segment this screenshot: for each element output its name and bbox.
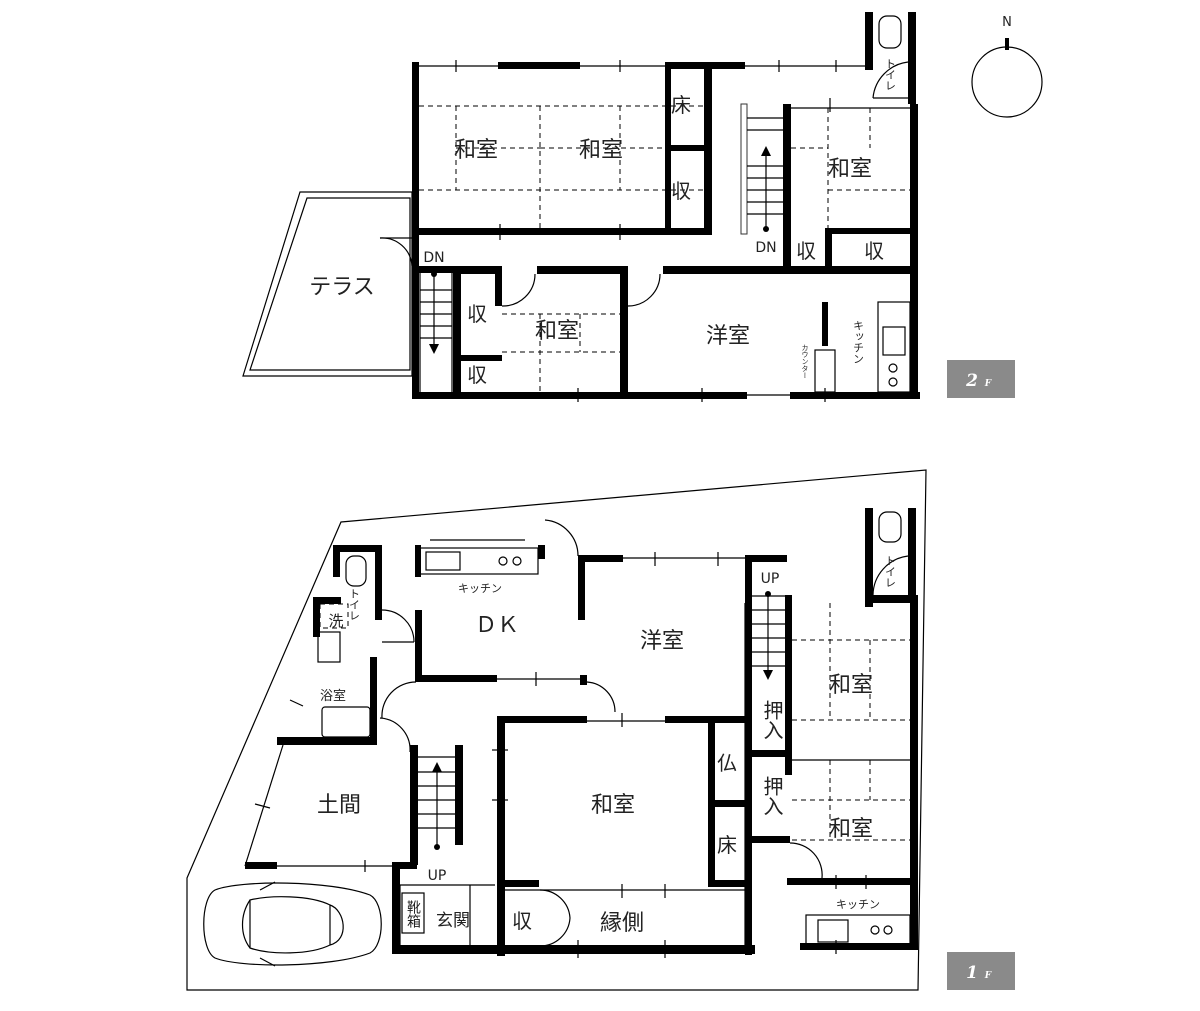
kitchen-1f-top	[419, 519, 579, 575]
storage-2f-c: 収	[864, 239, 884, 263]
stair-up-1f-left-label: UP	[428, 868, 447, 884]
badge-1f-unit: F	[984, 971, 992, 981]
room-bathroom: 浴室	[320, 688, 346, 704]
kitchen-1f-right	[805, 914, 911, 946]
stair-dn-2f-right-label: DN	[755, 240, 776, 256]
toilet-1f-left	[345, 555, 367, 587]
room-toko-2f: 床	[671, 93, 691, 117]
room-doma: 土間	[317, 793, 361, 818]
room-washitsu-1f-r2: 和室	[829, 817, 873, 842]
badge-1f-num: 1	[966, 963, 978, 983]
room-washitsu-2f-a: 和室	[454, 138, 498, 163]
oshiire-1f-b: 押入	[760, 776, 784, 816]
stair-left-2f	[419, 271, 453, 392]
room-washitsu-1f-r1: 和室	[829, 673, 873, 698]
bathroom-fixtures	[317, 603, 371, 738]
badge-2f-unit: F	[984, 379, 992, 389]
counter-2f-label: カウンター	[801, 344, 809, 379]
room-yoshitsu-2f: 洋室	[706, 324, 750, 349]
floor-1: ＤＫ 洋室 和室 和室 和室 土間 縁側 玄関 浴室 洗 靴箱 仏 床 押入 押…	[186, 469, 1015, 991]
kitchen-2f-label: キッチン	[852, 320, 865, 364]
stair-up-1f-right-label: UP	[761, 571, 780, 587]
kitchen-1f-top-label: キッチン	[458, 582, 502, 595]
storage-2f-d: 収	[467, 302, 487, 326]
room-washitsu-2f-c: 和室	[828, 157, 872, 182]
butsudan: 仏	[717, 751, 737, 775]
storage-2f-e: 収	[467, 363, 487, 387]
toilet-1f-right	[872, 511, 909, 596]
floor-2: 和室 和室 和室 和室 洋室 テラス 床 収 収 収 収 収 DN DN キッチ…	[242, 12, 1015, 402]
stair-right-2f	[747, 117, 783, 232]
kitchen-1f-right-label: キッチン	[836, 898, 880, 911]
room-terrace: テラス	[309, 275, 375, 300]
room-washitsu-2f-d: 和室	[535, 319, 579, 344]
room-washitsu-2f-b: 和室	[579, 138, 623, 163]
stair-right-1f	[752, 591, 785, 680]
badge-2f-num: 2	[965, 371, 978, 391]
wash-area: 洗	[328, 612, 343, 630]
kitchen-2f	[747, 301, 911, 399]
room-yoshitsu-1f: 洋室	[640, 629, 684, 654]
toilet-2f-label: トイレ	[884, 58, 897, 91]
storage-1f: 収	[512, 909, 532, 933]
oshiire-1f-a: 押入	[760, 700, 784, 740]
compass-north-label: N	[1002, 15, 1012, 30]
toilet-1f-right-label: トイレ	[884, 555, 897, 588]
room-engawa: 縁側	[600, 911, 644, 936]
badge-1f: 1 F	[947, 952, 1015, 990]
badge-2f: 2 F	[947, 360, 1015, 398]
toilet-1f-left-label: トイレ	[348, 588, 361, 621]
room-dk: ＤＫ	[475, 613, 519, 638]
room-washitsu-1f-main: 和室	[591, 793, 635, 818]
toilet-2f	[872, 15, 909, 99]
toko-1f: 床	[717, 833, 737, 857]
stair-dn-2f-left-label: DN	[423, 250, 444, 266]
storage-2f-a: 収	[671, 179, 691, 203]
compass: N	[971, 15, 1043, 118]
car-illustration	[203, 881, 382, 967]
shoe-box: 靴箱	[405, 900, 421, 928]
storage-2f-b: 収	[796, 239, 816, 263]
room-genkan: 玄関	[436, 911, 470, 931]
stair-left-1f	[418, 756, 455, 850]
